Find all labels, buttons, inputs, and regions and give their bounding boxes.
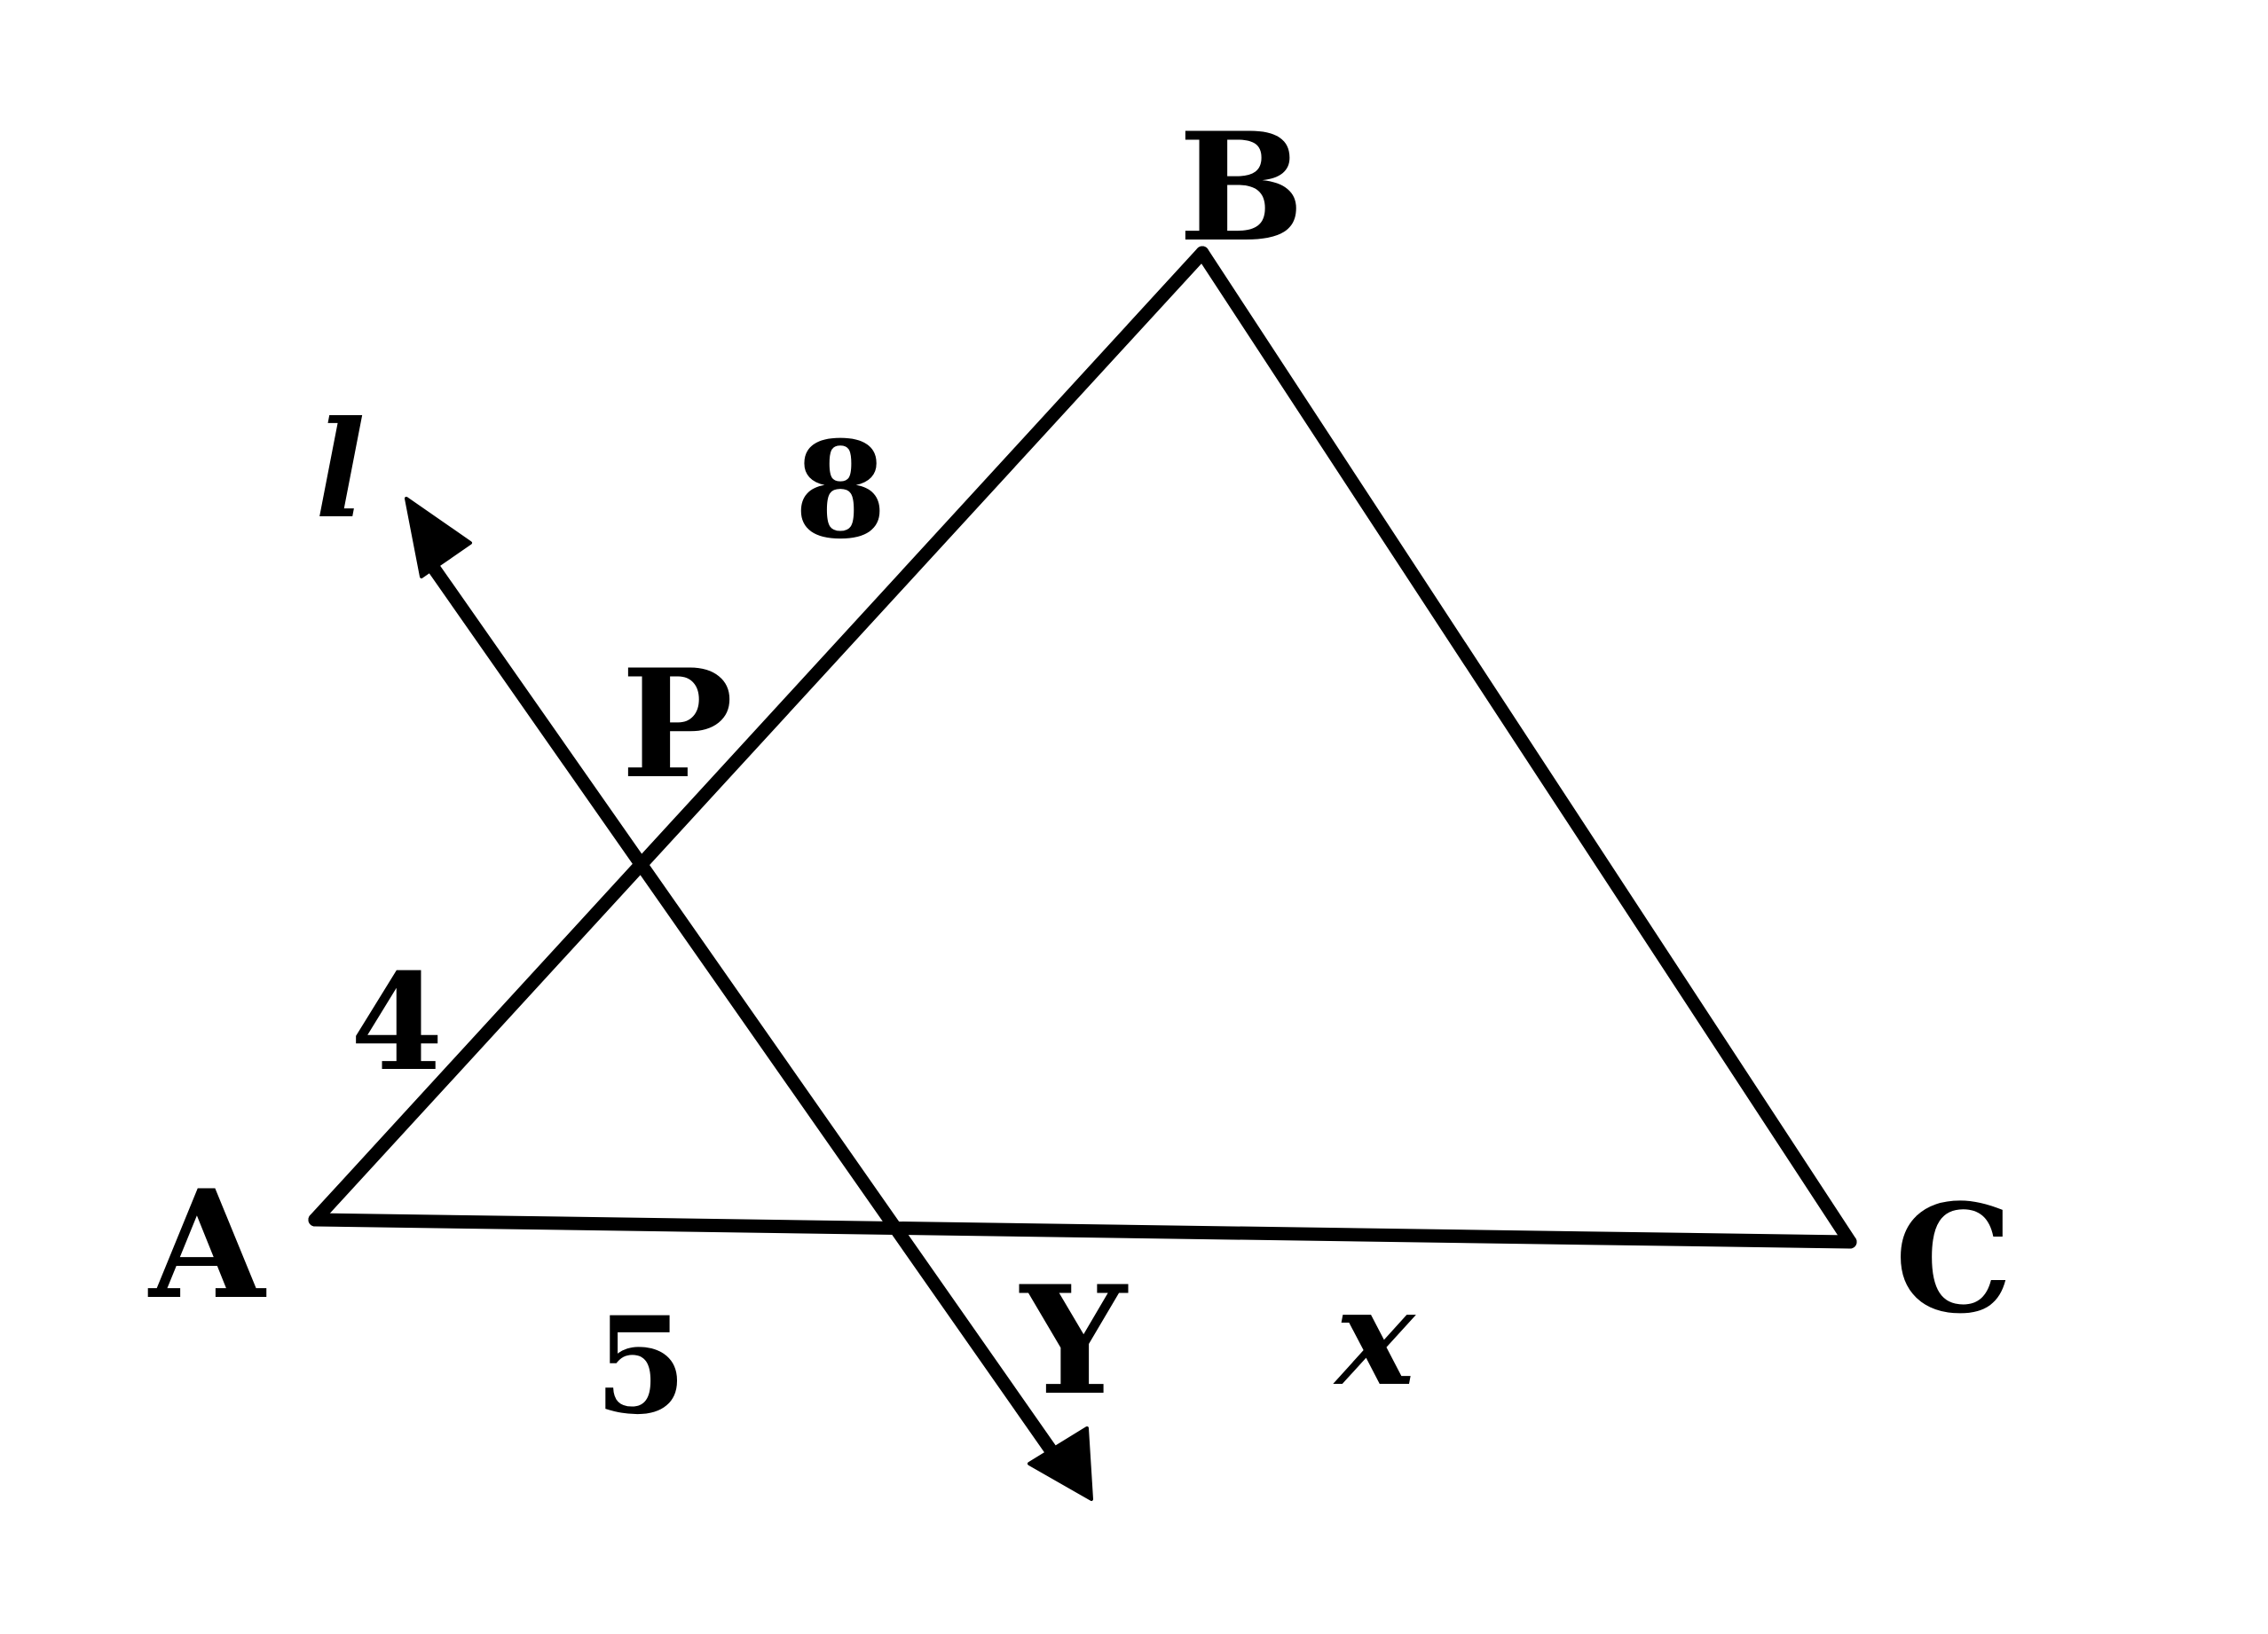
label-length-pb: 8	[794, 412, 886, 569]
label-length-ay: 5	[595, 1288, 687, 1444]
arrowhead-bottom	[1028, 1426, 1093, 1501]
line-l	[417, 547, 1067, 1471]
label-point-y: Y	[1019, 1253, 1129, 1428]
label-length-ap: 4	[350, 945, 443, 1101]
side-ac	[308, 1213, 1857, 1249]
side-ab	[308, 246, 1209, 1227]
arrowhead-top	[405, 497, 472, 578]
label-vertex-c: C	[1894, 1171, 2013, 1347]
label-vertex-a: A	[147, 1157, 267, 1332]
label-line-l: l	[315, 392, 366, 548]
side-bc	[1195, 246, 1857, 1249]
label-vertex-b: B	[1178, 99, 1304, 275]
label-length-yc: x	[1333, 1260, 1416, 1416]
label-point-p: P	[621, 636, 733, 812]
